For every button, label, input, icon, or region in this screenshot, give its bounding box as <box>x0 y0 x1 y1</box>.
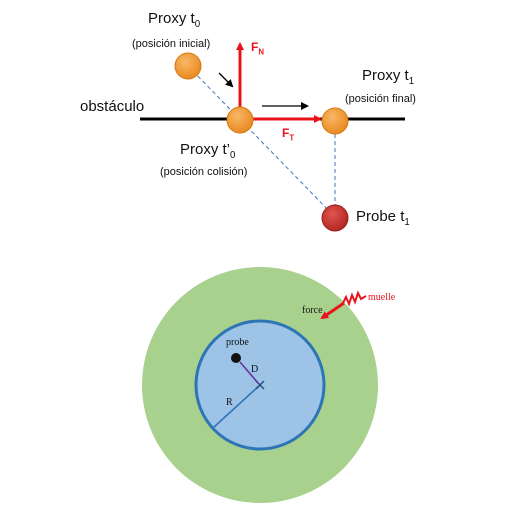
proxy-tp0-dot <box>226 106 254 134</box>
probe-t1-label: Probe t1 <box>356 208 410 228</box>
distance-label: D <box>251 364 259 375</box>
proxy-t0-dot <box>174 52 202 80</box>
motion-arrow-diagonal <box>218 72 234 88</box>
distance-line <box>239 361 259 384</box>
probe-t1-dot <box>321 204 349 232</box>
radius-line <box>213 384 261 428</box>
spring-zigzag <box>342 290 367 307</box>
proxy-t1-caption: (posición final) <box>345 93 416 105</box>
force-normal-label: FN <box>251 40 264 57</box>
probe-label: probe <box>226 337 249 348</box>
force-label: force <box>302 305 323 316</box>
force-arrow-red <box>320 301 345 320</box>
radius-label: R <box>226 397 233 408</box>
obstacle-label: obstáculo <box>80 98 145 115</box>
proxy-tp0-label: Proxy t’0 <box>180 141 236 161</box>
force-tangent-label: FT <box>282 126 295 143</box>
proxy-t0-caption: (posición inicial) <box>132 38 211 50</box>
proxy-t1-label: Proxy t1 <box>362 67 415 87</box>
trajectory-dashed-line <box>187 65 336 218</box>
center-mark-b <box>255 380 265 390</box>
spring-label: muelle <box>368 292 396 303</box>
proxy-t1-dot <box>321 107 349 135</box>
proxy-t0-label: Proxy t0 <box>148 10 201 30</box>
probe-point <box>231 353 241 363</box>
proxy-tp0-caption: (posición colisión) <box>160 166 248 178</box>
